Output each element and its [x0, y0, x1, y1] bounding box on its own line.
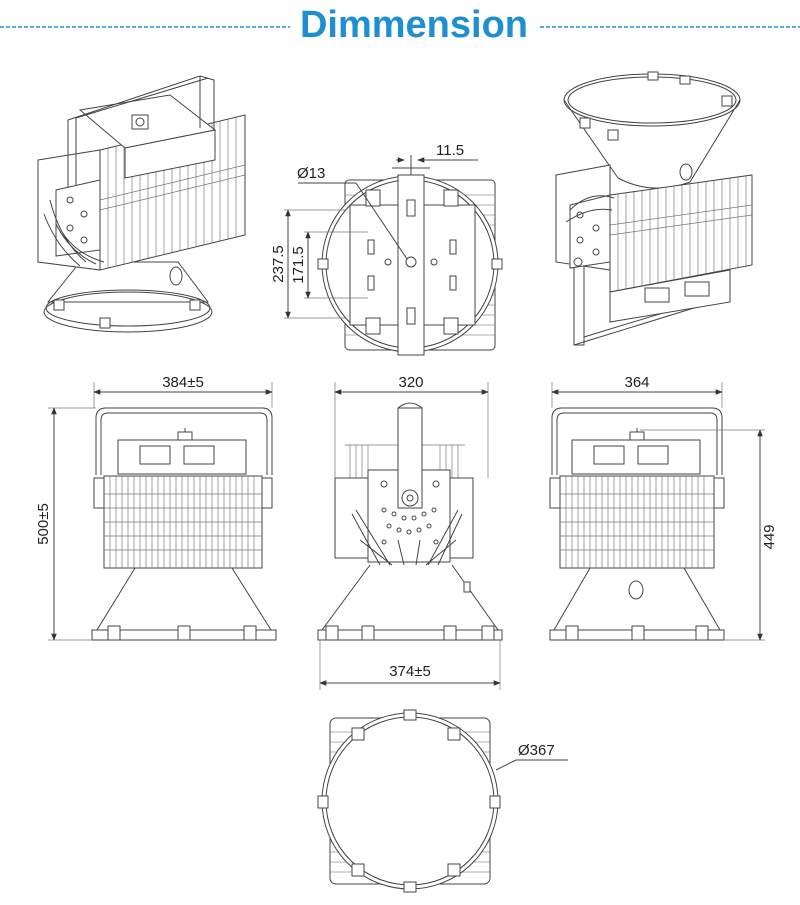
mount-spacing-label: 171.5 — [290, 246, 307, 284]
isometric-view-left — [37, 75, 246, 333]
rear-view-dimensions: 364 449 — [551, 374, 778, 641]
front-view-dimensions: 384±5 500±5 — [35, 374, 273, 641]
top-view-dimensions: 237.5 171.5 Ø13 11.5 — [270, 142, 478, 319]
page-title: Dimmension — [300, 4, 528, 46]
front-view-fins — [104, 476, 262, 568]
side-view — [317, 402, 503, 641]
mount-height-label: 237.5 — [270, 245, 287, 283]
rear-height-label: 449 — [761, 524, 778, 549]
isometric-view-right — [555, 71, 753, 346]
bottom-view — [317, 709, 501, 893]
hole-diameter-label: Ø13 — [297, 165, 325, 182]
reflector-diameter-label: Ø367 — [518, 742, 555, 759]
front-view — [91, 407, 277, 641]
bracket-width-label: 11.5 — [436, 142, 464, 159]
side-view-dimensions: 320 374±5 — [319, 374, 501, 690]
front-width-label: 384±5 — [162, 374, 204, 391]
side-view-fins — [345, 444, 465, 478]
bottom-view-dimensions: Ø367 — [495, 742, 568, 771]
rear-view-fins — [560, 476, 714, 568]
header: Dimmension — [0, 4, 800, 46]
total-height-label: 500±5 — [35, 503, 52, 545]
top-view — [317, 155, 503, 356]
side-plate-holes — [380, 480, 440, 545]
side-width-label: 320 — [398, 374, 423, 391]
rear-view — [549, 407, 725, 641]
rear-width-label: 364 — [624, 374, 649, 391]
reflector-width-label: 374±5 — [389, 663, 431, 680]
heatsink-fins-right — [609, 176, 753, 291]
